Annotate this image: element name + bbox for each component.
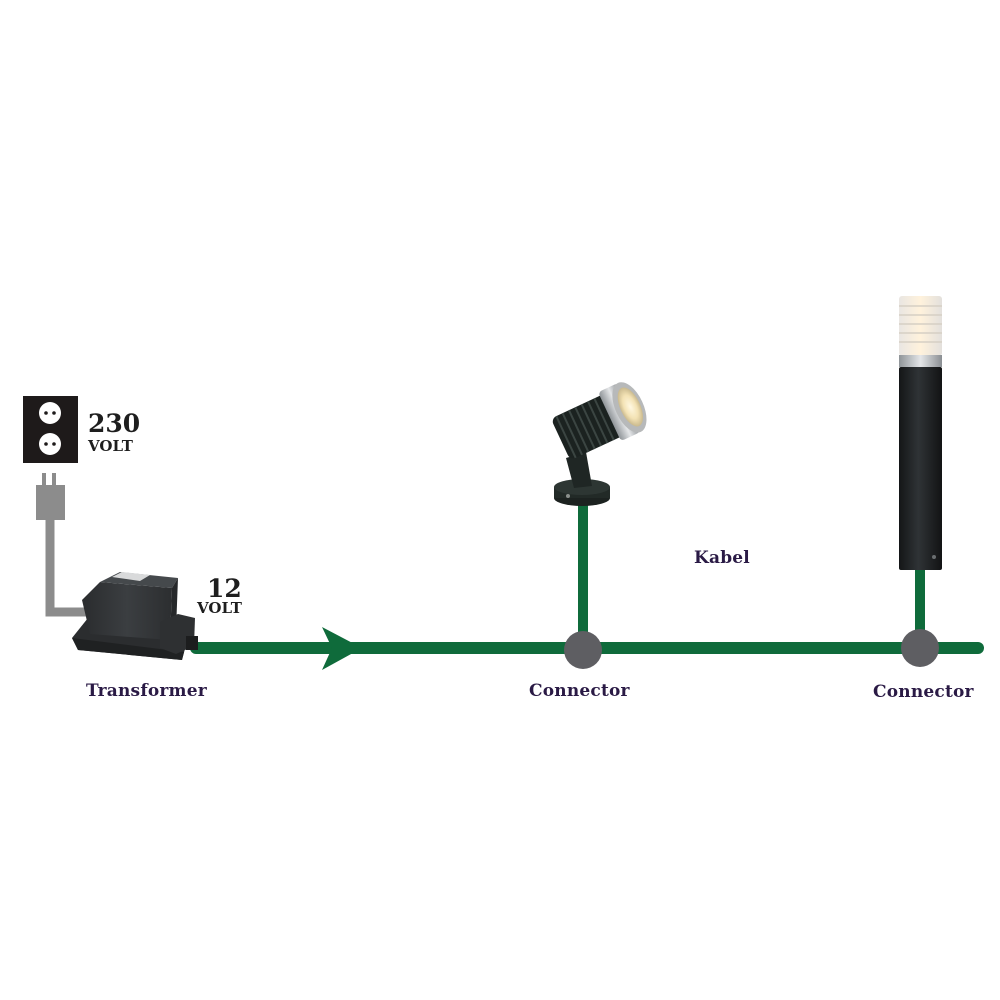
connector-label-1: Connector [529, 681, 630, 701]
output-voltage-unit: VOLT [197, 599, 242, 617]
connector-label-2: Connector [873, 682, 974, 702]
connector-node-2 [901, 629, 939, 667]
wall-socket-icon [23, 396, 78, 463]
transformer-icon [72, 572, 198, 660]
output-voltage-value: 12 [207, 574, 242, 603]
spotlight-icon [552, 382, 647, 506]
cable-label: Kabel [694, 548, 750, 568]
mains-voltage-value: 230 [88, 409, 141, 438]
arrow-right-icon [322, 627, 362, 670]
mains-cord [45, 520, 90, 617]
bollard-light-icon [899, 296, 942, 570]
mains-plug-icon [36, 473, 65, 520]
mains-voltage-unit: VOLT [88, 437, 133, 455]
connector-node-1 [564, 631, 602, 669]
transformer-label: Transformer [86, 681, 207, 701]
